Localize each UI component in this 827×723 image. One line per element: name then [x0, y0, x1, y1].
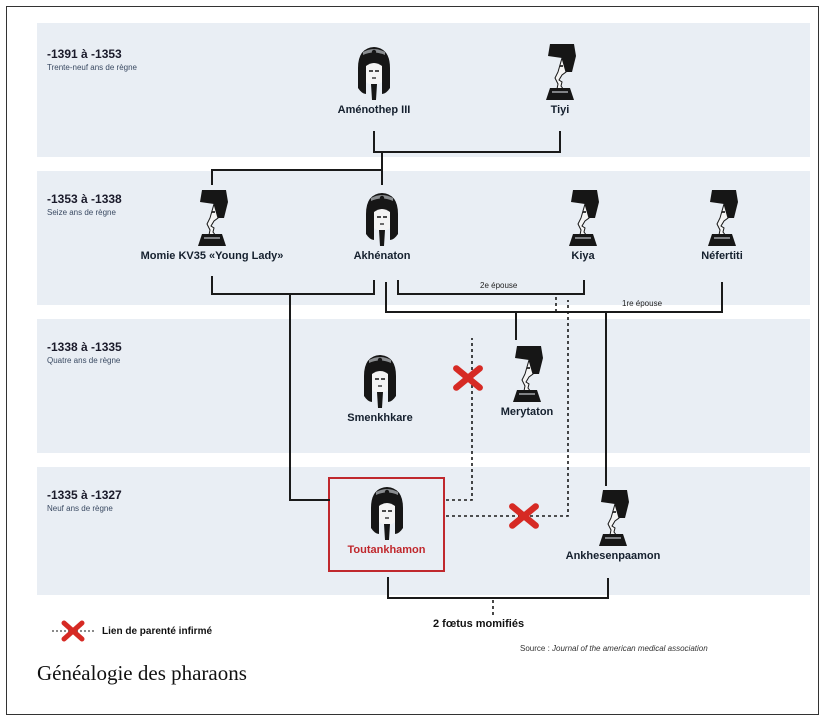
legend: Lien de parenté infirmé [50, 620, 212, 642]
person-name: Kiya [571, 250, 595, 262]
era-label-2: -1353 à -1338 Seize ans de règne [47, 192, 122, 217]
era-reign: Seize ans de règne [47, 208, 116, 217]
person-name: Tiyi [550, 104, 570, 116]
person-name: Smenkhkare [347, 412, 413, 424]
person-smenkhkare: Smenkhkare [335, 352, 425, 424]
queen-icon [702, 186, 742, 250]
era-band-2 [37, 171, 810, 305]
young-lady-link [211, 276, 375, 295]
foetus-label: 2 fœtus momifiés [433, 618, 525, 630]
second-wife-label: 2e épouse [480, 281, 518, 290]
person-name: Aménothep III [337, 104, 411, 116]
figure-title: Généalogie des pharaons [37, 661, 247, 685]
red-cross-icon [52, 620, 94, 642]
red-cross-icon [508, 500, 540, 532]
person-young-lady: Momie KV35 «Young Lady» [122, 186, 302, 262]
era-range: -1353 à -1338 [47, 192, 122, 206]
queen-icon [593, 486, 633, 550]
kiya-link [397, 280, 585, 295]
person-name: Toutankhamon [347, 544, 426, 556]
person-name: Néfertiti [701, 250, 743, 262]
red-cross-icon [452, 362, 484, 394]
person-name: Merytaton [500, 406, 554, 418]
era-range: -1391 à -1353 [47, 47, 122, 61]
person-merytaton: Merytaton [482, 342, 572, 418]
person-tiyi: Tiyi [520, 40, 600, 116]
young-lady-descent [289, 294, 330, 501]
pharaoh-icon [360, 352, 400, 412]
parents-link-1 [373, 131, 561, 153]
era-range: -1338 à -1335 [47, 340, 122, 354]
descent-line-1 [211, 152, 383, 185]
person-amenothep: Aménothep III [319, 44, 429, 116]
person-name: Ankhesenpaamon [565, 550, 661, 562]
pharaoh-icon [362, 190, 402, 250]
queen-icon [540, 40, 580, 104]
figure-border [6, 6, 819, 715]
era-label-4: -1335 à -1327 Neuf ans de règne [47, 488, 122, 513]
queen-icon [563, 186, 603, 250]
era-reign: Quatre ans de règne [47, 356, 121, 365]
era-band-3 [37, 319, 810, 453]
era-reign: Neuf ans de règne [47, 504, 113, 513]
era-reign: Trente-neuf ans de règne [47, 63, 137, 72]
person-akhenaton: Akhénaton [336, 190, 428, 262]
person-name: Momie KV35 «Young Lady» [140, 250, 284, 262]
first-wife-label: 1re épouse [622, 299, 663, 308]
queen-icon [507, 342, 547, 406]
legend-label: Lien de parenté infirmé [102, 625, 213, 637]
era-band-1 [37, 23, 810, 157]
person-toutankhamon: Toutankhamon [334, 484, 439, 556]
era-label-3: -1338 à -1335 Quatre ans de règne [47, 340, 122, 365]
nefertiti-link [385, 282, 723, 313]
person-ankhesenpaamon: Ankhesenpaamon [558, 486, 668, 562]
era-range: -1335 à -1327 [47, 488, 122, 502]
pharaoh-icon [354, 44, 394, 104]
dashed-link-kiya [446, 300, 569, 517]
era-label-1: -1391 à -1353 Trente-neuf ans de règne [47, 47, 137, 72]
person-name: Akhénaton [353, 250, 411, 262]
foetus-link [387, 577, 609, 599]
person-nefertiti: Néfertiti [687, 186, 757, 262]
source-label: Source : [520, 644, 550, 653]
person-kiya: Kiya [548, 186, 618, 262]
dashed-link-merytaton [446, 338, 473, 501]
queen-icon [192, 186, 232, 250]
pharaoh-icon [367, 484, 407, 544]
source-text: Journal of the american medical associat… [552, 644, 708, 653]
source-note: Source : Journal of the american medical… [520, 644, 708, 653]
